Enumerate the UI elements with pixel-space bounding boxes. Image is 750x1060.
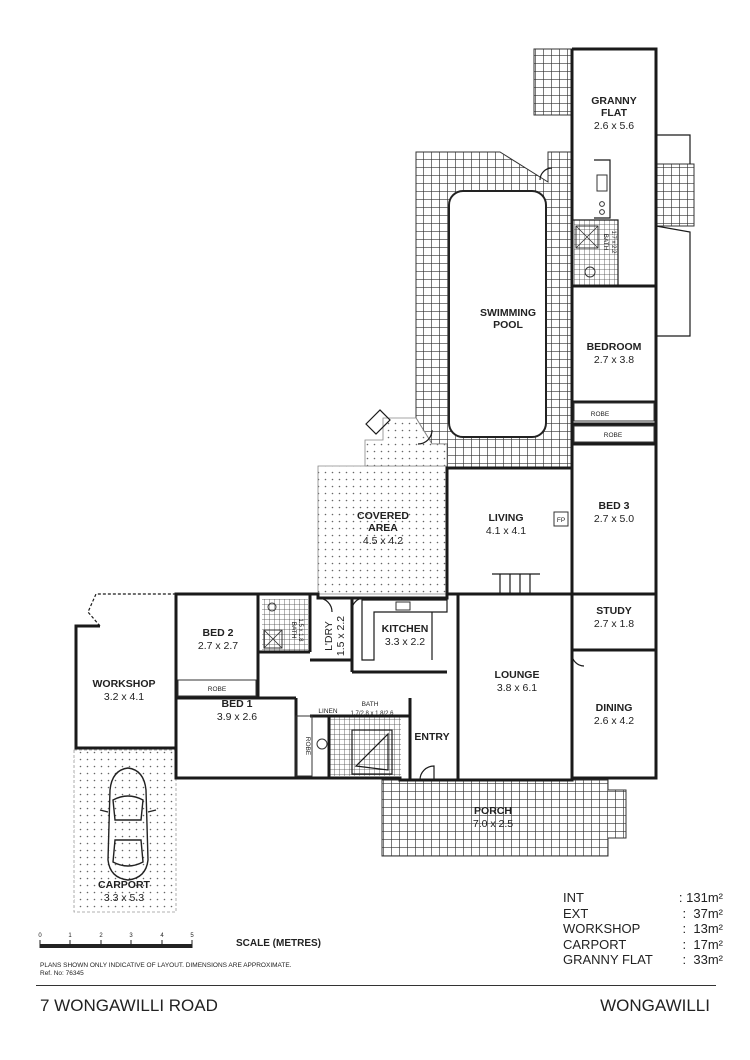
- car-icon: [99, 767, 157, 881]
- room-dims-7: 3.3 x 2.2: [385, 636, 425, 648]
- disclaimer-text: PLANS SHOWN ONLY INDICATIVE OF LAYOUT. D…: [40, 962, 292, 969]
- room-dims-3: 2.7 x 5.0: [594, 513, 634, 525]
- area-label: WORKSHOP: [563, 921, 641, 936]
- area-label: GRANNY FLAT: [563, 952, 653, 967]
- area-label: INT: [563, 890, 584, 905]
- room-name-12-line-0: BED 1: [222, 698, 253, 710]
- bath-granny-dims: 1.7 x 2.2: [610, 230, 616, 254]
- area-value: : 17m²: [682, 936, 723, 952]
- area-value: : 13m²: [682, 921, 723, 936]
- area-row: WORKSHOP : 13m²: [563, 921, 723, 937]
- area-label: CARPORT: [563, 936, 627, 952]
- area-row: INT : 131m²: [563, 890, 723, 906]
- room-name-5-line-0: COVERED: [357, 510, 409, 522]
- room-dims-15: 3.3 x 5.3: [104, 892, 144, 904]
- robe-label-granny: ROBE: [591, 411, 610, 418]
- scale-tick-label: 2: [99, 933, 103, 939]
- room-dims-9: 3.8 x 6.1: [497, 682, 537, 694]
- room-name-11-line-0: WORKSHOP: [93, 678, 156, 690]
- room-name-7-line-0: KITCHEN: [382, 623, 429, 635]
- room-dims-11: 3.2 x 4.1: [104, 691, 144, 703]
- porch-floor: [381, 779, 627, 857]
- area-value: : 37m²: [682, 905, 723, 921]
- scale-tick-label: 4: [160, 933, 164, 939]
- area-row: CARPORT : 17m²: [563, 937, 723, 953]
- bath-main-label: BATH: [362, 701, 379, 708]
- room-name-9-line-0: LOUNGE: [495, 669, 540, 681]
- suburb-name: WONGAWILLI: [600, 996, 710, 1015]
- room-dims-10: 2.6 x 4.2: [594, 715, 634, 727]
- area-row: GRANNY FLAT : 33m²: [563, 952, 723, 968]
- granny-flat-walls: [570, 47, 658, 424]
- area-row: EXT : 37m²: [563, 906, 723, 922]
- room-name-1-line-1: POOL: [493, 319, 523, 331]
- room-name-1-line-0: SWIMMING: [480, 307, 536, 319]
- robe-label-bed2: ROBE: [208, 686, 227, 693]
- workshop-walls: [74, 594, 178, 750]
- room-name-14-line-0: PORCH: [474, 805, 512, 817]
- room-name-2-line-0: BEDROOM: [587, 341, 642, 353]
- area-value: : 33m²: [682, 952, 723, 967]
- carport-floor: [73, 749, 177, 913]
- disclaimer: PLANS SHOWN ONLY INDICATIVE OF LAYOUT. D…: [40, 962, 292, 978]
- robe-granny: [573, 402, 655, 422]
- interior-walls: [174, 442, 656, 780]
- robe-label-bed3: ROBE: [604, 432, 623, 439]
- property-address: 7 WONGAWILLI ROAD: [40, 996, 218, 1015]
- footer-divider: [36, 985, 716, 986]
- scale-tick-label: 5: [190, 933, 194, 939]
- room-dims-8: 2.7 x 2.7: [198, 640, 238, 652]
- room-dims-12: 3.9 x 2.6: [217, 711, 257, 723]
- bath-main-dims: 1.7/2.8 x 1.8/2.6: [350, 711, 394, 717]
- robe-bed1: [295, 715, 313, 777]
- room-dims-4: 4.1 x 4.1: [486, 525, 526, 537]
- room-name-6-line-0: STUDY: [596, 605, 632, 617]
- granny-flat-deck-left: [533, 48, 573, 116]
- room-name-15-line-0: CARPORT: [98, 879, 151, 891]
- robe-bed3: [573, 425, 655, 443]
- main-bath-floor: [329, 716, 401, 776]
- room-dims-2: 2.7 x 3.8: [594, 354, 634, 366]
- granny-flat-deck-right: [655, 163, 695, 227]
- bath-bed2-dims: 1.5 x 1.8: [297, 618, 303, 642]
- scale-tick-label: 1: [68, 933, 72, 939]
- room-name-10-line-0: DINING: [596, 702, 633, 714]
- room-dims-6: 2.7 x 1.8: [594, 618, 634, 630]
- fireplace: [553, 511, 569, 527]
- fireplace-label: FP: [557, 517, 565, 524]
- scale-title: SCALE (METRES): [236, 938, 321, 949]
- area-value: : 131m²: [678, 890, 723, 905]
- room-dims-14: 7.0 x 2.5: [473, 818, 513, 830]
- room-name-5-line-1: AREA: [368, 522, 398, 534]
- scale-tick-label: 3: [129, 933, 133, 939]
- robe-bed2: [177, 679, 257, 697]
- room-name-3-line-0: BED 3: [599, 500, 630, 512]
- room-dims-5: 4.5 x 4.2: [363, 535, 403, 547]
- scale-bar: [39, 940, 193, 948]
- bath-granny-label: BATH: [602, 234, 609, 251]
- laundry-label: L'DRY: [323, 621, 335, 651]
- room-name-4-line-0: LIVING: [488, 512, 523, 524]
- scale-tick-label: 0: [38, 933, 42, 939]
- reference-number: Ref. No: 76345: [40, 970, 84, 977]
- room-dims-0: 2.6 x 5.6: [594, 120, 634, 132]
- bath-bed2-label: BATH: [290, 622, 297, 639]
- room-name-8-line-0: BED 2: [203, 627, 234, 639]
- robe-label-bed1: ROBE: [304, 737, 311, 756]
- covered-area-step: [364, 417, 448, 467]
- room-name-0-line-1: FLAT: [601, 107, 628, 119]
- room-name-0-line-0: GRANNY: [591, 95, 637, 107]
- laundry-dims: 1.5 x 2.2: [335, 616, 347, 656]
- linen-label: LINEN: [318, 708, 337, 715]
- area-label: EXT: [563, 905, 589, 921]
- room-name-13-line-0: ENTRY: [414, 731, 449, 743]
- swimming-pool: [448, 190, 547, 438]
